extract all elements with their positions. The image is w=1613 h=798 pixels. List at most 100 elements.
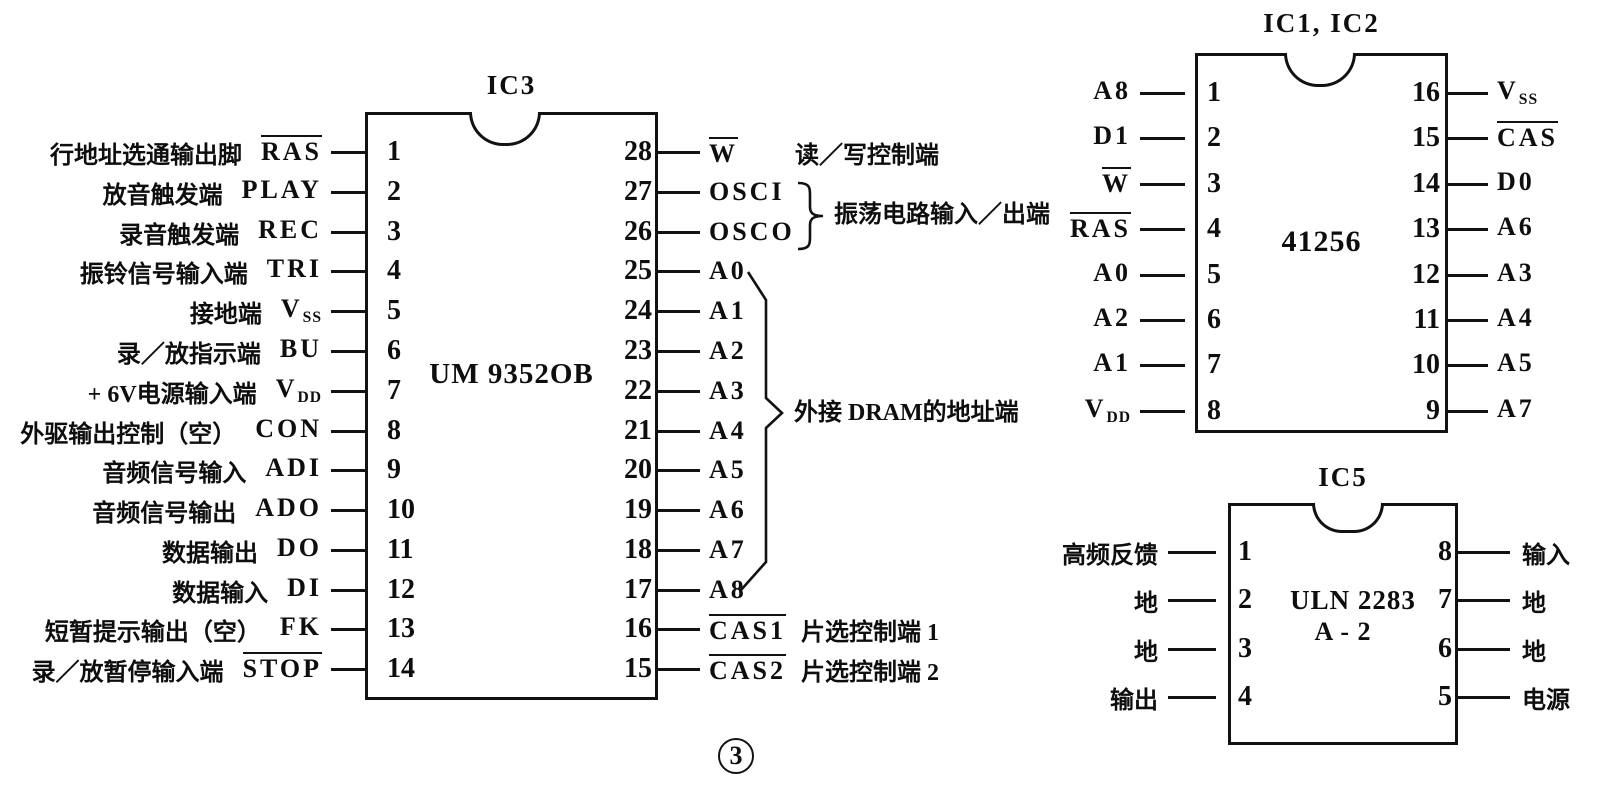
pin-name: OSCI (709, 177, 785, 207)
pin-name: D0 (1497, 167, 1535, 197)
pin-name: D1 (1093, 121, 1131, 151)
pin-name: VSS (280, 294, 322, 327)
pin-number: 13 (1412, 213, 1440, 244)
osc-group-label: 振荡电路输入／出端 (834, 202, 1050, 228)
pin-lead-line (658, 588, 700, 592)
pin-description: 地 (1134, 590, 1158, 617)
pin-lead-line (331, 389, 365, 393)
pin-description: 输入 (1522, 542, 1570, 569)
pin-lead-line (1140, 273, 1185, 277)
ic5-title: IC5 (1318, 462, 1368, 492)
pin-number: 8 (1207, 395, 1221, 426)
pin-description: 音频信号输出 (92, 500, 237, 527)
pin-lead-line (1140, 136, 1185, 140)
pin-name: W (1102, 166, 1131, 201)
ic3-chip-name: UM 9352OB (429, 358, 594, 390)
pin-number: 28 (624, 136, 652, 167)
pin-number: 6 (1207, 304, 1221, 335)
pin-description: 振铃信号输入端 (79, 261, 248, 288)
pin-row-ic12-left-6: A2 6 (0, 303, 1245, 337)
pin-number: 10 (387, 494, 415, 525)
pin-number: 11 (1413, 304, 1440, 335)
pin-number: 14 (1412, 168, 1440, 199)
pin-description: 读／写控制端 (795, 142, 939, 169)
pin-description: 外驱输出控制（空） (20, 421, 237, 448)
ic3-title: IC3 (486, 70, 537, 100)
dram-group-label: 外接 DRAM的地址端 (794, 400, 1019, 426)
pin-number: 4 (387, 255, 401, 286)
pin-number: 6 (387, 335, 401, 366)
pin-name: A8 (709, 575, 747, 605)
ic5-notch (1312, 503, 1384, 533)
pin-lead-line (1458, 550, 1510, 554)
pin-name: ADO (255, 493, 322, 523)
pin-lead-line (1446, 136, 1488, 140)
pin-name: VDD (1084, 394, 1131, 427)
pin-lead-line (331, 588, 365, 592)
pin-number: 20 (624, 454, 652, 485)
pin-description: 高频反馈 (1062, 542, 1158, 569)
ic5-chip-name-line1: ULN 2283 (1290, 585, 1416, 615)
pin-description: 行地址选通输出脚 (49, 142, 242, 169)
pin-name: VSS (1497, 76, 1539, 109)
pin-lead-line (1168, 647, 1216, 651)
pin-name: A6 (1497, 212, 1535, 242)
pin-number: 2 (1238, 584, 1252, 615)
pin-number: 17 (624, 574, 652, 605)
pin-number: 2 (387, 176, 401, 207)
pin-lead-line (331, 349, 365, 353)
pin-name: DO (277, 533, 322, 563)
pin-lead-line (1446, 273, 1488, 277)
pin-lead-line (658, 508, 700, 512)
pin-number: 23 (624, 335, 652, 366)
pin-name: RAS (260, 134, 322, 169)
pin-description: 短暂提示输出（空） (44, 619, 261, 646)
pin-number: 21 (624, 415, 652, 446)
pin-lead-line (658, 269, 700, 273)
pin-description: 输出 (1110, 687, 1158, 714)
pin-row-ic3-left-10: 音频信号输出 ADO 10 (0, 493, 425, 527)
pin-number: 15 (624, 653, 652, 684)
pin-name: A8 (1093, 76, 1131, 106)
pin-description: 录音触发端 (119, 222, 240, 249)
pin-lead-line (1446, 227, 1488, 231)
pin-name: DI (287, 573, 322, 603)
pin-lead-line (331, 548, 365, 552)
pin-lead-line (1140, 318, 1185, 322)
pin-name: A5 (1497, 348, 1535, 378)
pin-name: A2 (1093, 303, 1131, 333)
ic12-chip-name: 41256 (1281, 225, 1362, 258)
pin-row-ic3-right-27: 27 OSCI (596, 175, 794, 209)
pin-name: A0 (709, 256, 747, 286)
pin-number: 3 (1207, 168, 1221, 199)
pin-number: 26 (624, 216, 652, 247)
pin-number: 22 (624, 375, 652, 406)
osc-group-brace (797, 181, 824, 251)
pin-lead-line (658, 190, 700, 194)
pin-number: 5 (1207, 259, 1221, 290)
pin-number: 4 (1238, 681, 1252, 712)
pin-description: 音频信号输入 (102, 460, 247, 487)
pin-lead-line (331, 667, 365, 671)
pin-number: 27 (624, 176, 652, 207)
pin-number: 15 (1412, 122, 1440, 153)
pin-number: 7 (1207, 349, 1221, 380)
ic5-chip-name-line2: A - 2 (1314, 617, 1372, 646)
pin-name: FK (279, 612, 322, 642)
pin-number: 8 (387, 415, 401, 446)
